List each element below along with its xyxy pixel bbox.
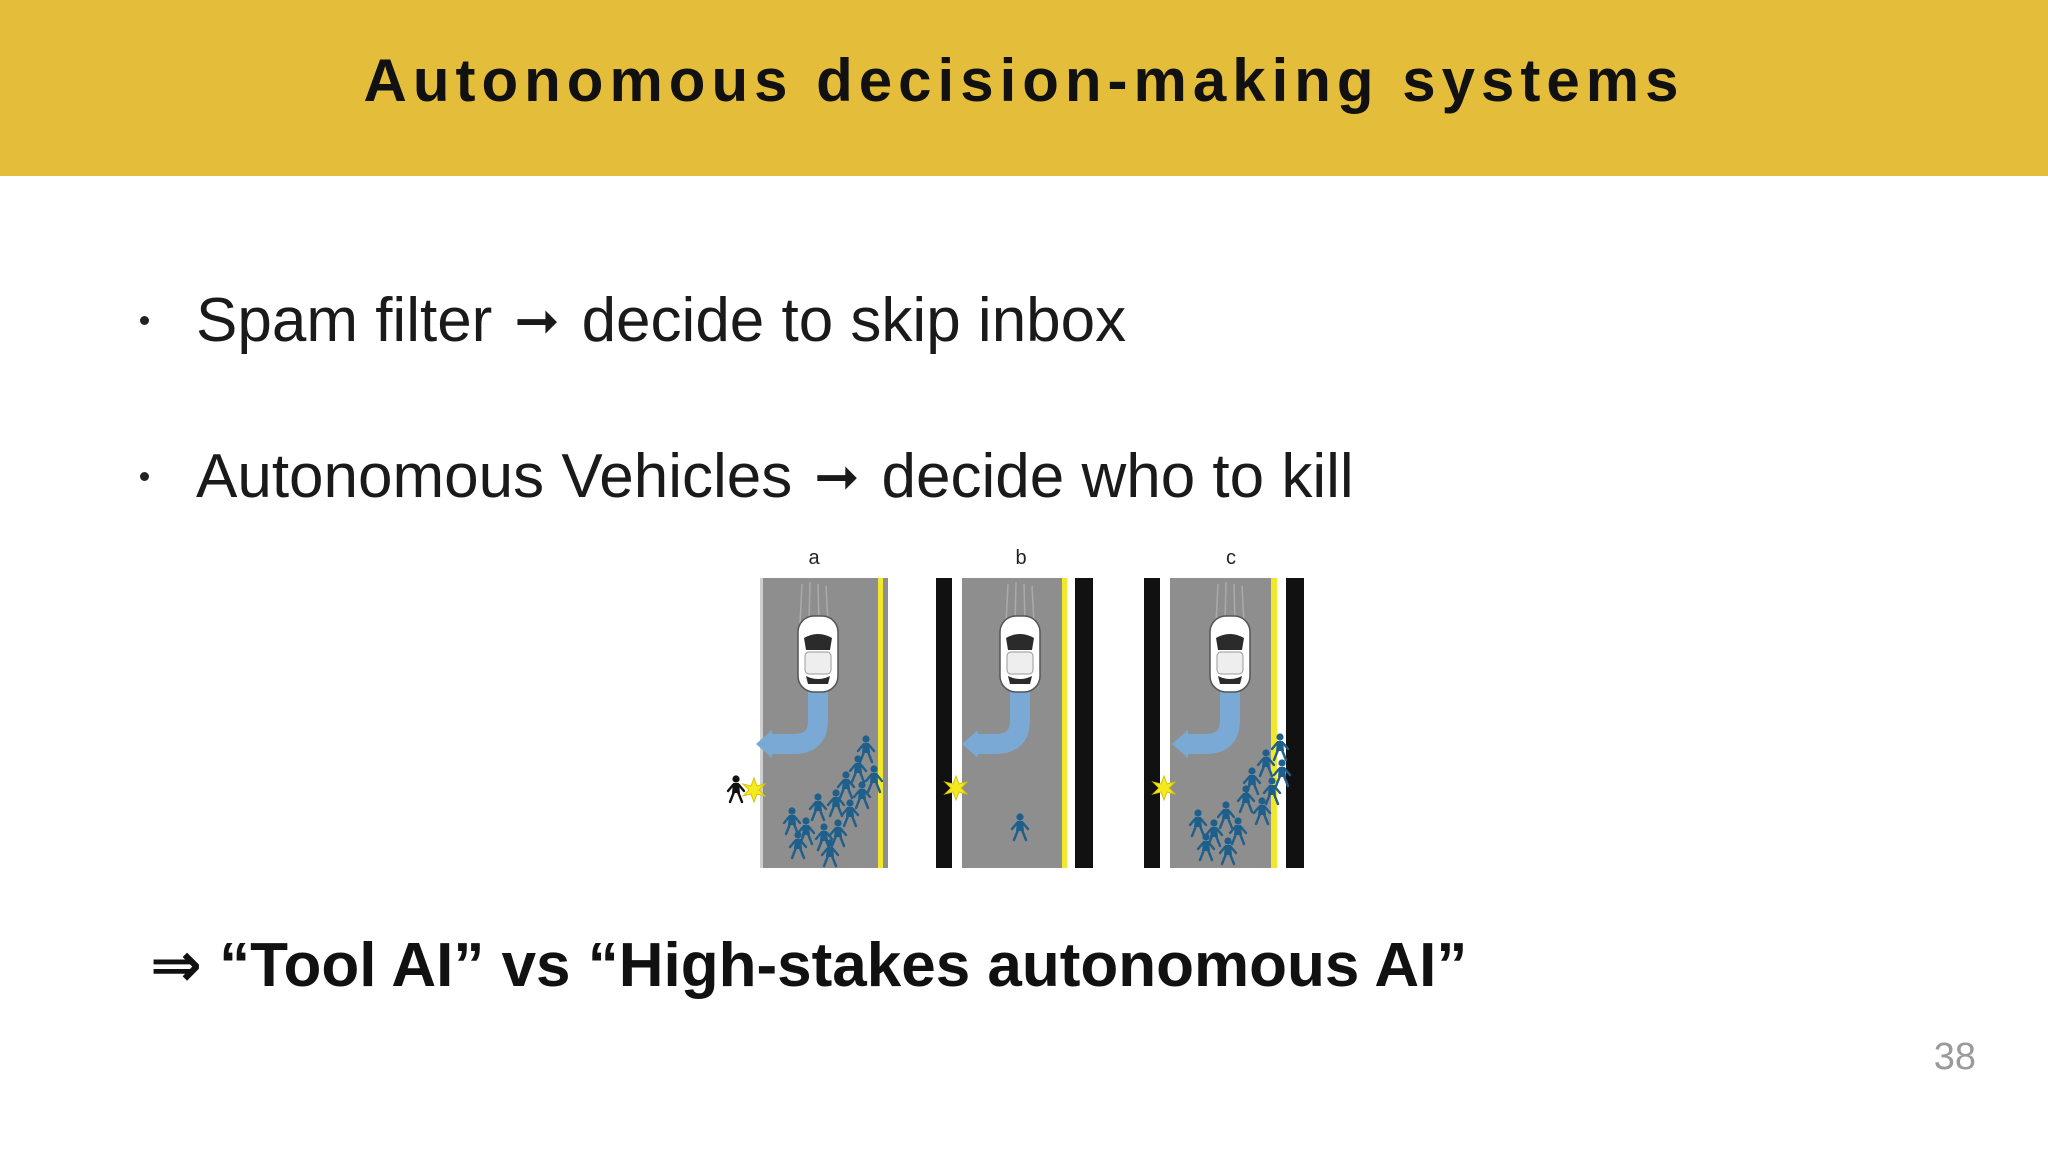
bullet-item-spam-filter: Spam filter ➞ decide to skip inbox	[140, 280, 1126, 360]
panel-label-c: c	[1226, 547, 1236, 569]
right-arrow-icon: ➞	[814, 446, 860, 507]
bullet-item-autonomous-vehicles: Autonomous Vehicles ➞ decide who to kill	[140, 436, 1354, 516]
right-arrow-icon: ➞	[514, 290, 560, 351]
scenario-panel-b	[936, 578, 1093, 868]
bullet-outcome: decide to skip inbox	[581, 285, 1127, 355]
page-number: 38	[1933, 1036, 1976, 1078]
scenario-panel-a	[726, 578, 888, 868]
bullet-subject: Autonomous Vehicles	[196, 441, 793, 511]
panel-label-a: a	[808, 547, 820, 569]
bullet-subject: Spam filter	[196, 285, 493, 355]
bullet-icon	[140, 471, 149, 481]
bullet-icon	[140, 315, 149, 325]
trolley-dilemma-figure: a b c	[726, 547, 1304, 868]
conclusion-statement: ⇒ “Tool AI” vs “High-stakes autonomous A…	[150, 931, 1468, 1000]
scenario-panel-c	[1144, 578, 1304, 868]
title-bar	[0, 0, 2048, 176]
bullet-outcome: decide who to kill	[881, 441, 1354, 511]
panel-label-b: b	[1015, 547, 1026, 569]
slide-title: Autonomous decision-making systems	[363, 47, 1685, 114]
